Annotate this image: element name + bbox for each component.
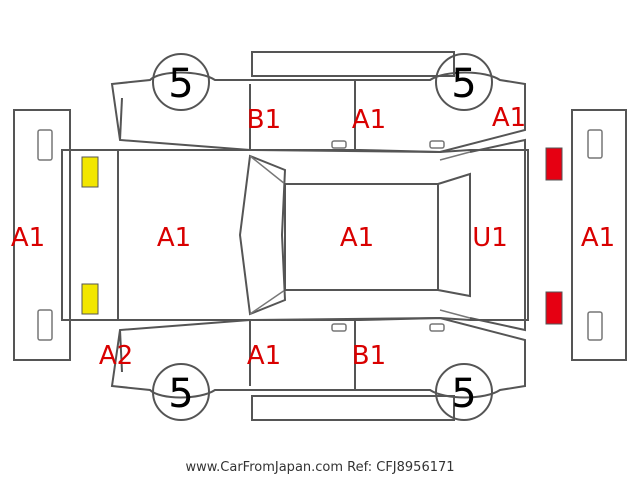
tire-depth-bottom-front: 5 — [168, 371, 193, 417]
code-top-rear-door: A1 — [352, 105, 386, 135]
code-rear-bumper: A1 — [581, 223, 615, 253]
rear-bumper — [571, 109, 627, 361]
code-top-rear-quarter: A1 — [492, 103, 526, 133]
code-roof: A1 — [340, 223, 374, 253]
top-side-panel — [110, 51, 526, 154]
tire-circle-top-rear — [435, 53, 493, 111]
footer-reference: www.CarFromJapan.com Ref: CFJ8956171 — [185, 460, 454, 475]
code-bottom-rear-door: B1 — [352, 341, 386, 371]
tire-depth-top-front: 5 — [168, 61, 193, 107]
rear-lamp-bottom — [545, 291, 563, 325]
tire-depth-top-rear: 5 — [451, 61, 476, 107]
front-bumper — [13, 109, 71, 361]
tire-circle-bottom-rear — [435, 363, 493, 421]
bottom-side-panel — [110, 316, 526, 421]
tire-circle-top-front — [152, 53, 210, 111]
code-hood: A1 — [157, 223, 191, 253]
tire-depth-bottom-rear: 5 — [451, 371, 476, 417]
tire-circle-bottom-front — [152, 363, 210, 421]
code-front-bumper: A1 — [11, 223, 45, 253]
code-rear-window: U1 — [472, 223, 508, 253]
rear-lamp-top — [545, 147, 563, 181]
code-front-left-corner: A2 — [99, 341, 133, 371]
front-lamp-bottom — [81, 283, 99, 315]
code-bottom-front-door: A1 — [247, 341, 281, 371]
front-lamp-top — [81, 156, 99, 188]
car-body-top-view — [61, 138, 529, 332]
code-top-front-door: B1 — [247, 105, 281, 135]
